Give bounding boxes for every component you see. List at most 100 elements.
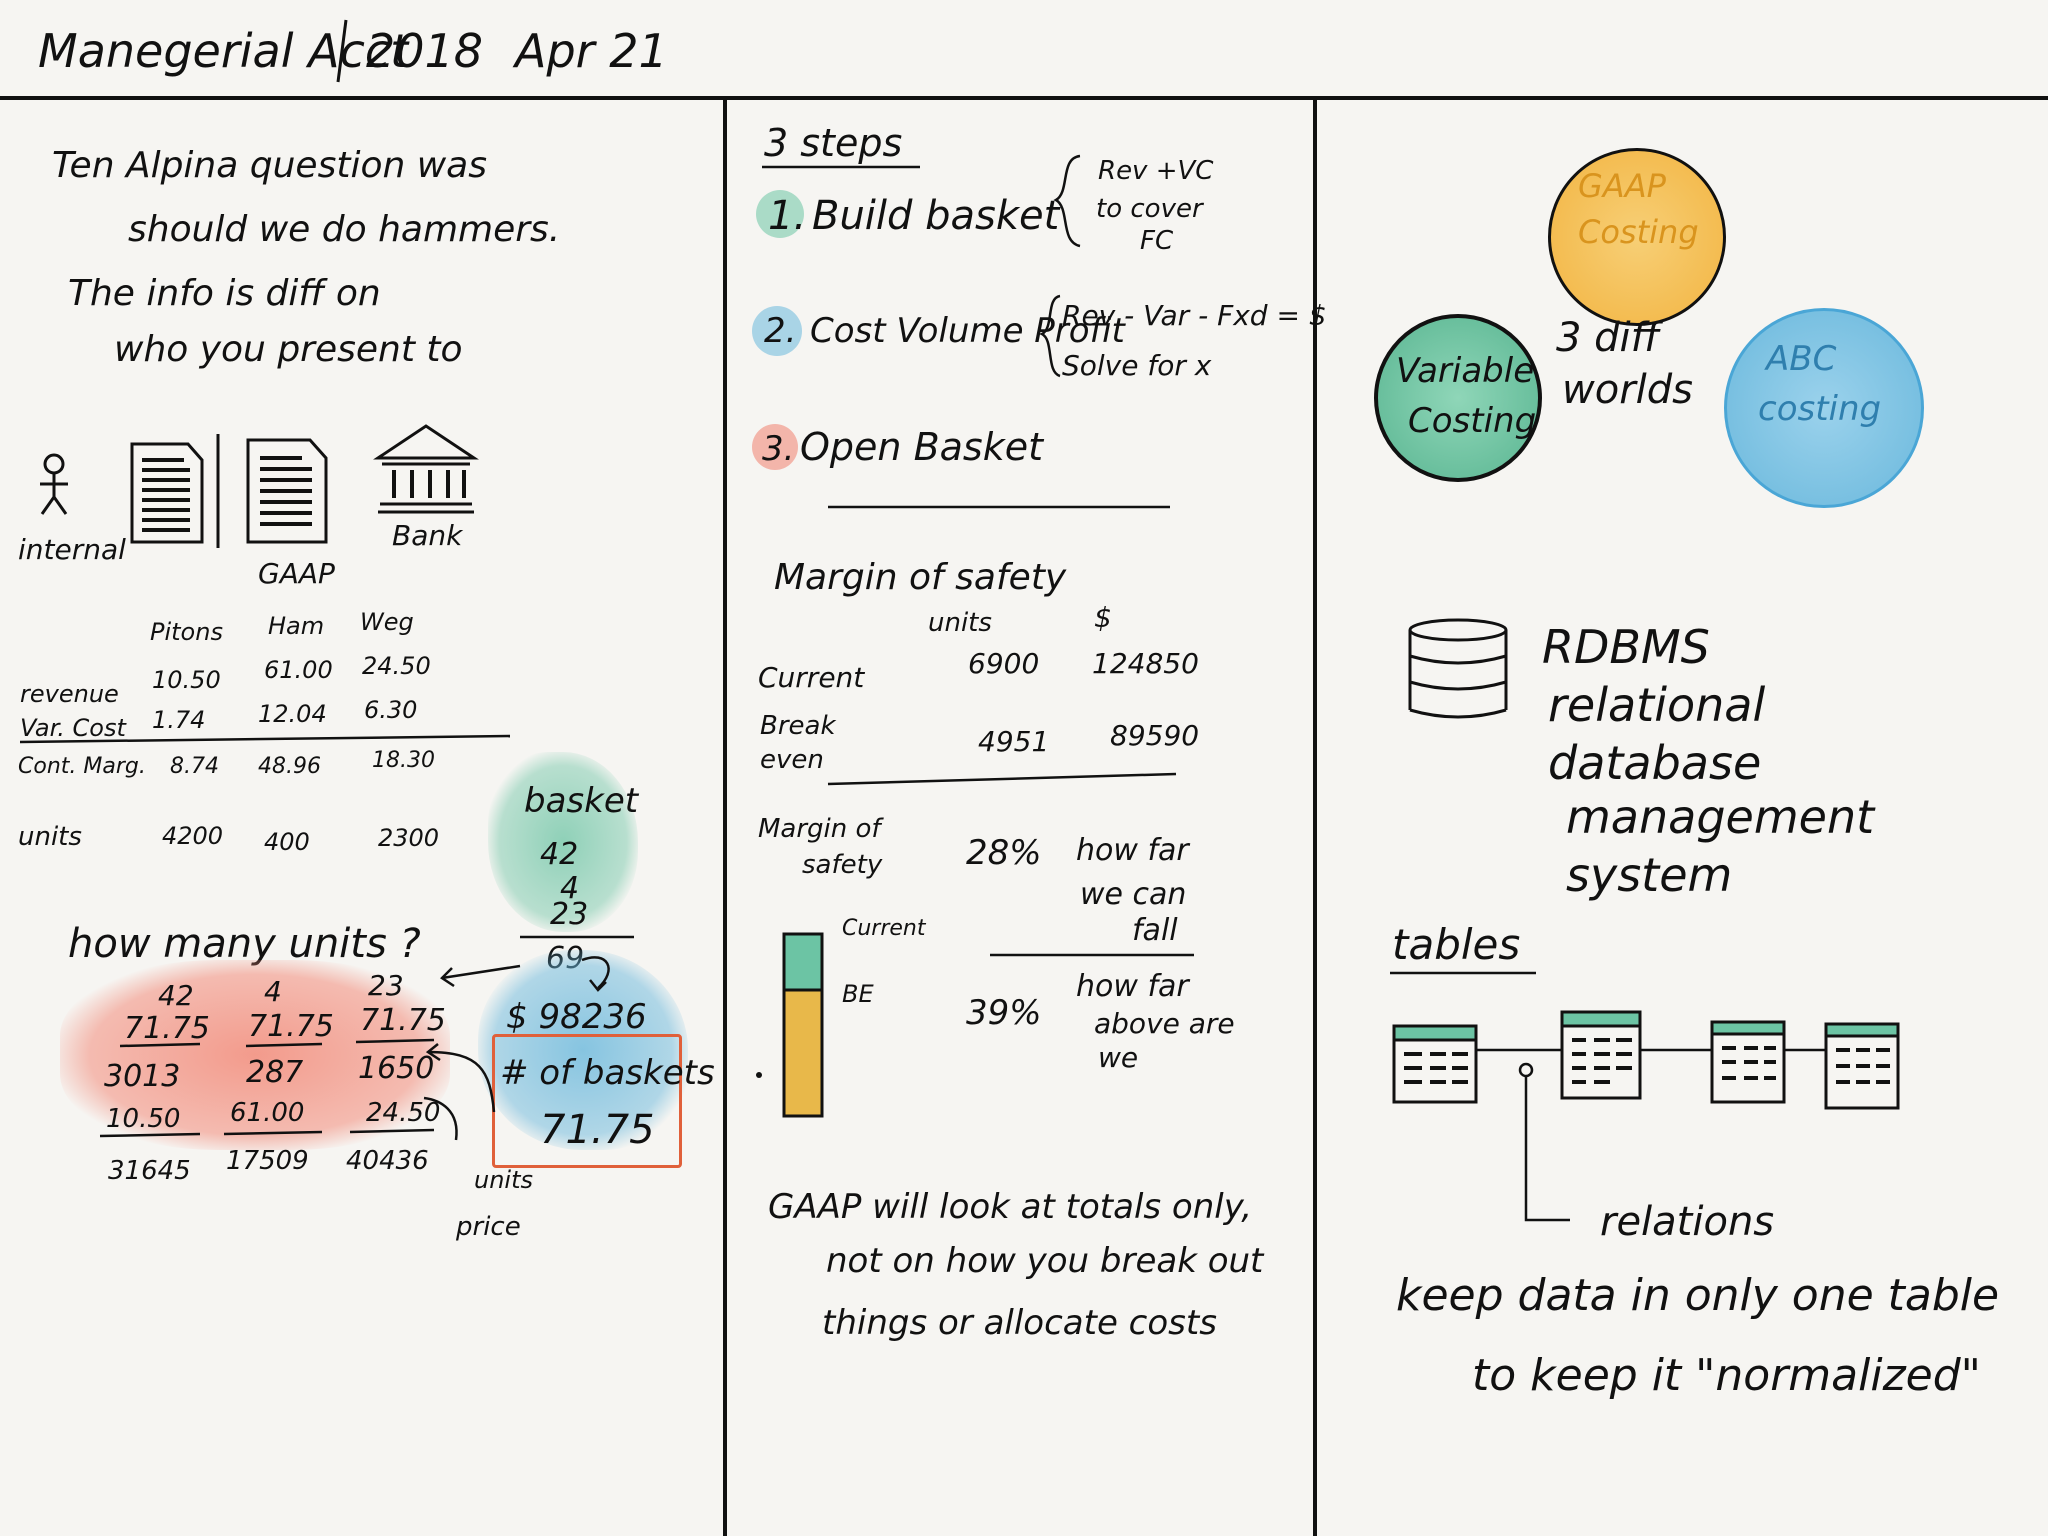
step2-note: Solve for x — [1062, 349, 1212, 382]
document-icon — [130, 442, 204, 544]
cell: 1.74 — [152, 706, 206, 734]
calc-a: 4 — [264, 975, 282, 1008]
intro-line-4: who you present to — [114, 329, 463, 370]
bank-icon — [373, 424, 479, 514]
row-label-units: units — [18, 822, 82, 852]
tables-heading: tables — [1392, 920, 1521, 969]
basket-title: basket — [524, 781, 639, 821]
column-header-weg: Weg — [360, 608, 414, 636]
gaap-circle-label: GAAP — [1578, 167, 1666, 205]
basket-highlight — [488, 752, 638, 932]
mos-note-2: we — [1098, 1041, 1139, 1074]
footer-line-1: keep data in only one table — [1396, 1270, 2000, 1321]
step3-text: Open Basket — [800, 425, 1044, 469]
calc-a: 42 — [158, 979, 194, 1012]
mos-note-1: we can — [1080, 877, 1187, 912]
fixed-cost-highlight — [478, 950, 688, 1150]
cell: 10.50 — [152, 666, 221, 694]
tables-underline — [1390, 971, 1536, 975]
cell: 400 — [264, 828, 310, 856]
steps-title: 3 steps — [764, 121, 903, 165]
abc-costing-circle — [1724, 308, 1924, 508]
baskets-label: # of baskets — [500, 1053, 715, 1093]
column-header-ham: Ham — [268, 612, 325, 640]
variable-circle-label: Costing — [1408, 401, 1537, 441]
cell: 4200 — [162, 822, 224, 850]
bar-current-label: Current — [842, 916, 926, 941]
calc-b: 71.75 — [248, 1009, 334, 1044]
mos-bar — [782, 932, 824, 1118]
mos-units: 6900 — [968, 647, 1040, 680]
calc-b: 71.75 — [360, 1003, 446, 1038]
rdbms-line: RDBMS — [1542, 620, 1710, 674]
baskets-value: 71.75 — [540, 1107, 655, 1153]
mos-note-1: how far — [1076, 833, 1189, 868]
steps-underline — [762, 165, 920, 169]
calc-e: 31645 — [108, 1156, 191, 1186]
mos-col-units: units — [928, 608, 992, 638]
calc-a: 23 — [368, 969, 404, 1002]
step3-num: 3. — [762, 429, 795, 469]
step2-num: 2. — [764, 311, 797, 351]
calc-highlight — [60, 960, 450, 1150]
cell: 8.74 — [170, 754, 219, 779]
basket-item: 4 — [560, 871, 580, 906]
intro-line-3: The info is diff on — [68, 273, 381, 314]
mos-divider — [827, 772, 1177, 786]
calc-lines — [99, 1038, 435, 1138]
cell: 61.00 — [264, 656, 333, 684]
calc-c: 287 — [246, 1055, 304, 1090]
basket-item: 23 — [550, 897, 589, 932]
person-icon — [40, 453, 68, 515]
mos-dollars: 89590 — [1110, 719, 1200, 752]
step1-note: Rev +VC — [1098, 156, 1214, 186]
mos-pct-2: 39% — [966, 993, 1042, 1033]
worlds-label: 3 diff — [1556, 315, 1660, 361]
cell: 6.30 — [364, 696, 418, 724]
relations-label: relations — [1600, 1199, 1775, 1245]
step3-highlight — [752, 424, 798, 470]
fixed-cost-value: $ 98236 — [506, 997, 647, 1037]
mos-label: Margin of — [758, 814, 881, 844]
mos-note-1: fall — [1132, 913, 1178, 948]
database-icon — [1408, 618, 1508, 719]
cell: 2300 — [378, 824, 440, 852]
audience-internal: internal — [18, 533, 126, 566]
basket-sum-line — [520, 935, 634, 939]
price-label: price — [456, 1212, 521, 1242]
basket-item: 42 — [540, 837, 579, 872]
mos-units: 4951 — [978, 725, 1050, 758]
table-divider — [19, 734, 511, 744]
mos-title: Margin of safety — [774, 557, 1067, 598]
mos-note-2: how far — [1076, 969, 1189, 1004]
divider-line — [216, 434, 220, 548]
column-header-pitons: Pitons — [150, 618, 223, 646]
section-divider — [828, 505, 1170, 509]
brace-2 — [1039, 294, 1061, 378]
step2-note: Rev - Var - Fxd = $ — [1062, 299, 1327, 332]
mos-pct-1: 28% — [966, 833, 1042, 873]
mos-note-divider — [990, 953, 1194, 957]
abc-circle-label: ABC — [1766, 339, 1837, 379]
cell: 24.50 — [362, 652, 431, 680]
calc-c: 3013 — [104, 1059, 181, 1094]
step2-text: Cost Volume Profit — [810, 311, 1125, 351]
audience-bank: Bank — [392, 519, 463, 552]
calc-d: 24.50 — [366, 1098, 441, 1128]
bar-be-label: BE — [842, 980, 874, 1008]
cell: 18.30 — [372, 748, 435, 773]
row-label-revenue: revenue — [20, 680, 119, 708]
cell: 12.04 — [258, 700, 327, 728]
header-date: Apr 21 — [515, 24, 668, 78]
row-label-cont-marg: Cont. Marg. — [18, 754, 146, 779]
intro-line-2: should we do hammers. — [128, 209, 561, 250]
step1-note: to cover — [1096, 194, 1203, 224]
variable-circle-label: Variable — [1396, 351, 1535, 391]
calc-e: 40436 — [346, 1146, 429, 1176]
mos-label: safety — [802, 850, 883, 880]
units-label: units — [474, 1166, 534, 1194]
mos-col-dollars: $ — [1094, 601, 1112, 634]
row-label-var-cost: Var. Cost — [20, 714, 126, 742]
cell: 48.96 — [258, 754, 321, 779]
